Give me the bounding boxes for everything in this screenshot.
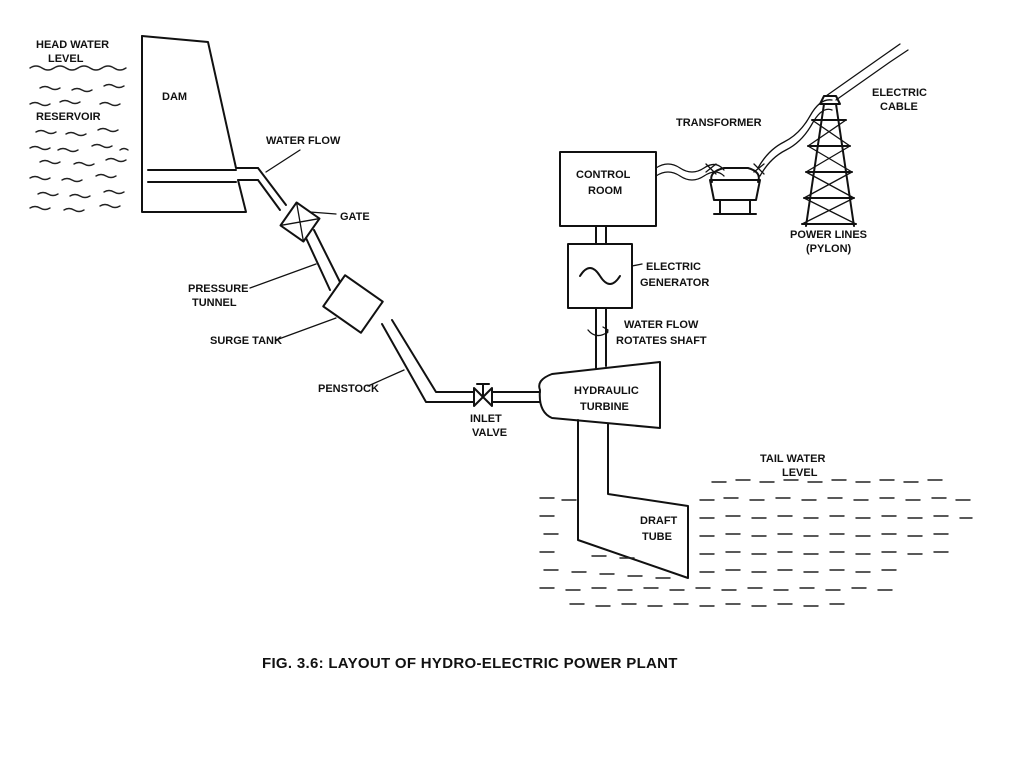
hydraulic-turbine-label-2: TURBINE <box>580 401 629 413</box>
head-water-level-label-2: LEVEL <box>48 53 84 65</box>
transformer-label: TRANSFORMER <box>676 117 762 129</box>
electric-generator-label-2: GENERATOR <box>640 277 709 289</box>
inlet-valve-label-1: INLET <box>470 413 502 425</box>
hydraulic-turbine-label-1: HYDRAULIC <box>574 385 639 397</box>
inlet-valve-label-2: VALVE <box>472 427 507 439</box>
dam-label: DAM <box>162 91 187 103</box>
water-flow-label: WATER FLOW <box>266 135 341 147</box>
tail-water-level-label-1: TAIL WATER <box>760 453 825 465</box>
reservoir-water <box>29 65 129 213</box>
dam <box>141 35 259 213</box>
draft-tube <box>577 419 689 579</box>
penstock-label: PENSTOCK <box>318 383 379 395</box>
tail-water <box>539 479 973 607</box>
draft-tube-label-1: DRAFT <box>640 515 678 527</box>
tail-water-level-label-2: LEVEL <box>782 467 818 479</box>
shaft <box>587 225 609 369</box>
surge-tank <box>322 274 384 334</box>
gate-label: GATE <box>340 211 370 223</box>
water-flow-shaft-label-1: WATER FLOW <box>624 319 699 331</box>
reservoir-label: RESERVOIR <box>36 111 101 123</box>
pressure-tunnel-label-1: PRESSURE <box>188 283 249 295</box>
gate <box>279 201 321 243</box>
inlet-valve <box>473 383 541 407</box>
power-lines-label-2: (PYLON) <box>806 243 852 255</box>
pylon <box>801 95 857 227</box>
draft-tube-label-2: TUBE <box>642 531 672 543</box>
control-room-label-2: ROOM <box>588 185 622 197</box>
head-water-level-label-1: HEAD WATER <box>36 39 109 51</box>
electric-cables <box>655 43 909 181</box>
leader-lines <box>249 149 643 387</box>
electric-cable-label-1: ELECTRIC <box>872 87 927 99</box>
figure-caption: FIG. 3.6: LAYOUT OF HYDRO-ELECTRIC POWER… <box>262 655 678 672</box>
control-room <box>559 151 657 227</box>
electric-generator <box>567 243 633 309</box>
transformer <box>709 167 761 215</box>
pressure-tunnel-label-2: TUNNEL <box>192 297 237 309</box>
water-flow-shaft-label-2: ROTATES SHAFT <box>616 335 707 347</box>
electric-generator-label-1: ELECTRIC <box>646 261 701 273</box>
hydraulic-turbine <box>538 361 661 429</box>
electric-cable-label-2: CABLE <box>880 101 918 113</box>
power-lines-label-1: POWER LINES <box>790 229 867 241</box>
control-room-label-1: CONTROL <box>576 169 631 181</box>
pressure-tunnel-pipe <box>257 167 475 403</box>
surge-tank-label: SURGE TANK <box>210 335 282 347</box>
